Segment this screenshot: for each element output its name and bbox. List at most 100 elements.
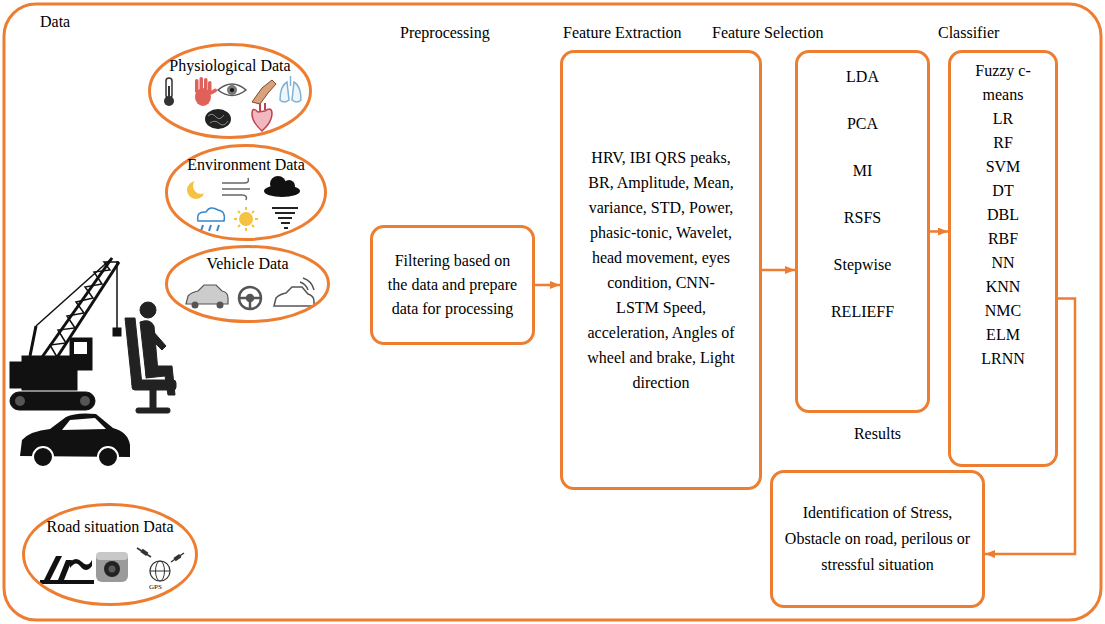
- sun-icon: [240, 213, 252, 225]
- sun-icon: [234, 218, 237, 220]
- box-text: Filtering based on the data and prepare …: [383, 249, 522, 321]
- seated-operator: [146, 366, 175, 395]
- box-text: HRV, IBI QRS peaks, BR, Amplitude, Mean,…: [587, 145, 735, 395]
- column-heading: Data: [40, 13, 70, 31]
- car-silhouette: [62, 418, 106, 430]
- box-text: Vehicle Data: [165, 254, 330, 274]
- wind-icon: [222, 188, 250, 190]
- seated-operator: [150, 390, 156, 410]
- box-text: RSFS: [806, 208, 919, 228]
- box-text: DT: [957, 179, 1049, 203]
- car-sensor-icon: [274, 278, 314, 306]
- box-text: Fuzzy c-means: [957, 59, 1049, 107]
- vehicle-car-icon: [192, 302, 199, 309]
- camera-icon: [96, 552, 128, 582]
- flow-arrow: [762, 269, 795, 272]
- moon-icon: [193, 178, 209, 194]
- box-text: LDA: [806, 67, 919, 87]
- data-ellipse: Road situation Data: [22, 503, 198, 606]
- car-silhouette: [98, 447, 118, 467]
- flow-arrow: [535, 284, 560, 287]
- eye-icon: [230, 88, 234, 92]
- crane-illustration: [70, 338, 92, 370]
- cloud-icon: [283, 180, 295, 192]
- eye-icon: [218, 84, 246, 96]
- crane-illustration: [30, 326, 36, 356]
- outer-frame: [4, 4, 1101, 620]
- heart-icon: [259, 104, 261, 111]
- steering-wheel-icon: [239, 287, 261, 309]
- classifier-box: Fuzzy c-meansLRRFSVMDTDBLRBFNNKNNNMCELML…: [948, 50, 1058, 467]
- gps-icon: [171, 553, 184, 562]
- box-text: DBL: [957, 203, 1049, 227]
- column-heading: Preprocessing: [400, 24, 490, 42]
- data-ellipse: Physiological Data: [148, 43, 312, 139]
- crane-illustration: [10, 258, 121, 410]
- tornado-icon: [272, 207, 298, 209]
- rain-icon: [198, 208, 225, 231]
- box-text: NMC: [957, 299, 1049, 323]
- brain-icon: [205, 109, 231, 129]
- process-box: Filtering based on the data and prepare …: [370, 225, 535, 345]
- box-text: ELM: [957, 323, 1049, 347]
- result-box: ResultsIdentification of Stress, Obstacl…: [770, 470, 985, 608]
- box-text: NN: [957, 251, 1049, 275]
- box-text: Identification of Stress, Obstacle on ro…: [783, 500, 972, 578]
- camera-icon: [109, 566, 116, 573]
- steering-wheel-icon: [247, 295, 253, 301]
- road-wave-icon: [40, 580, 94, 584]
- steering-wheel-icon: [249, 301, 252, 309]
- rain-icon: [209, 225, 211, 231]
- lungs-icon: [292, 82, 301, 102]
- column-heading: Feature Extraction: [563, 24, 682, 42]
- crane-illustration: [15, 396, 25, 406]
- crane-illustration: [116, 261, 118, 328]
- lungs-icon: [290, 76, 292, 86]
- tornado-icon: [284, 227, 288, 229]
- box-text: Environment Data: [165, 155, 327, 175]
- arm-icon: [252, 80, 276, 104]
- crane-illustration: [74, 342, 87, 354]
- wind-icon: [222, 178, 249, 183]
- column-heading: Feature Selection: [712, 24, 824, 42]
- box-text: RELIEFF: [806, 302, 919, 322]
- box-text: LRNN: [957, 347, 1049, 371]
- feature-box: HRV, IBI QRS peaks, BR, Amplitude, Mean,…: [560, 50, 762, 490]
- seated-operator: [140, 302, 156, 318]
- car-sensor-icon: [300, 278, 314, 290]
- box-text: MI: [806, 161, 919, 181]
- box-text: RF: [957, 131, 1049, 155]
- crane-illustration: [80, 396, 90, 406]
- vehicle-car-icon: [186, 285, 228, 304]
- seated-operator: [125, 302, 176, 413]
- wind-icon: [222, 195, 247, 200]
- tornado-icon: [278, 217, 292, 219]
- crane-illustration: [36, 258, 112, 326]
- box-text: SVM: [957, 155, 1049, 179]
- heart-icon: [264, 103, 266, 110]
- column-heading: Classifier: [938, 24, 999, 42]
- sun-icon: [255, 218, 258, 220]
- crane-illustration: [54, 262, 119, 362]
- gps-icon: [150, 571, 170, 572]
- crane-illustration: [113, 328, 121, 336]
- gps-icon: [137, 548, 151, 557]
- lungs-icon: [280, 82, 289, 102]
- steering-wheel-icon: [253, 297, 261, 300]
- rain-icon: [217, 225, 219, 231]
- box-text: Physiological Data: [148, 56, 312, 76]
- selection-box: LDAPCAMIRSFSStepwiseRELIEFF: [795, 50, 930, 413]
- crane-illustration: [22, 356, 77, 390]
- flow-arrow: [930, 230, 948, 233]
- moon-icon: [187, 178, 209, 199]
- tornado-icon: [272, 208, 298, 228]
- wind-icon: [222, 178, 250, 200]
- road-wave-icon: [40, 556, 94, 584]
- car-silhouette: [20, 413, 130, 467]
- box-heading: Results: [773, 421, 982, 447]
- box-text: PCA: [806, 114, 919, 134]
- box-text: RBF: [957, 227, 1049, 251]
- vehicle-car-icon: [217, 302, 224, 309]
- camera-icon: [104, 561, 120, 577]
- seated-operator: [125, 318, 142, 385]
